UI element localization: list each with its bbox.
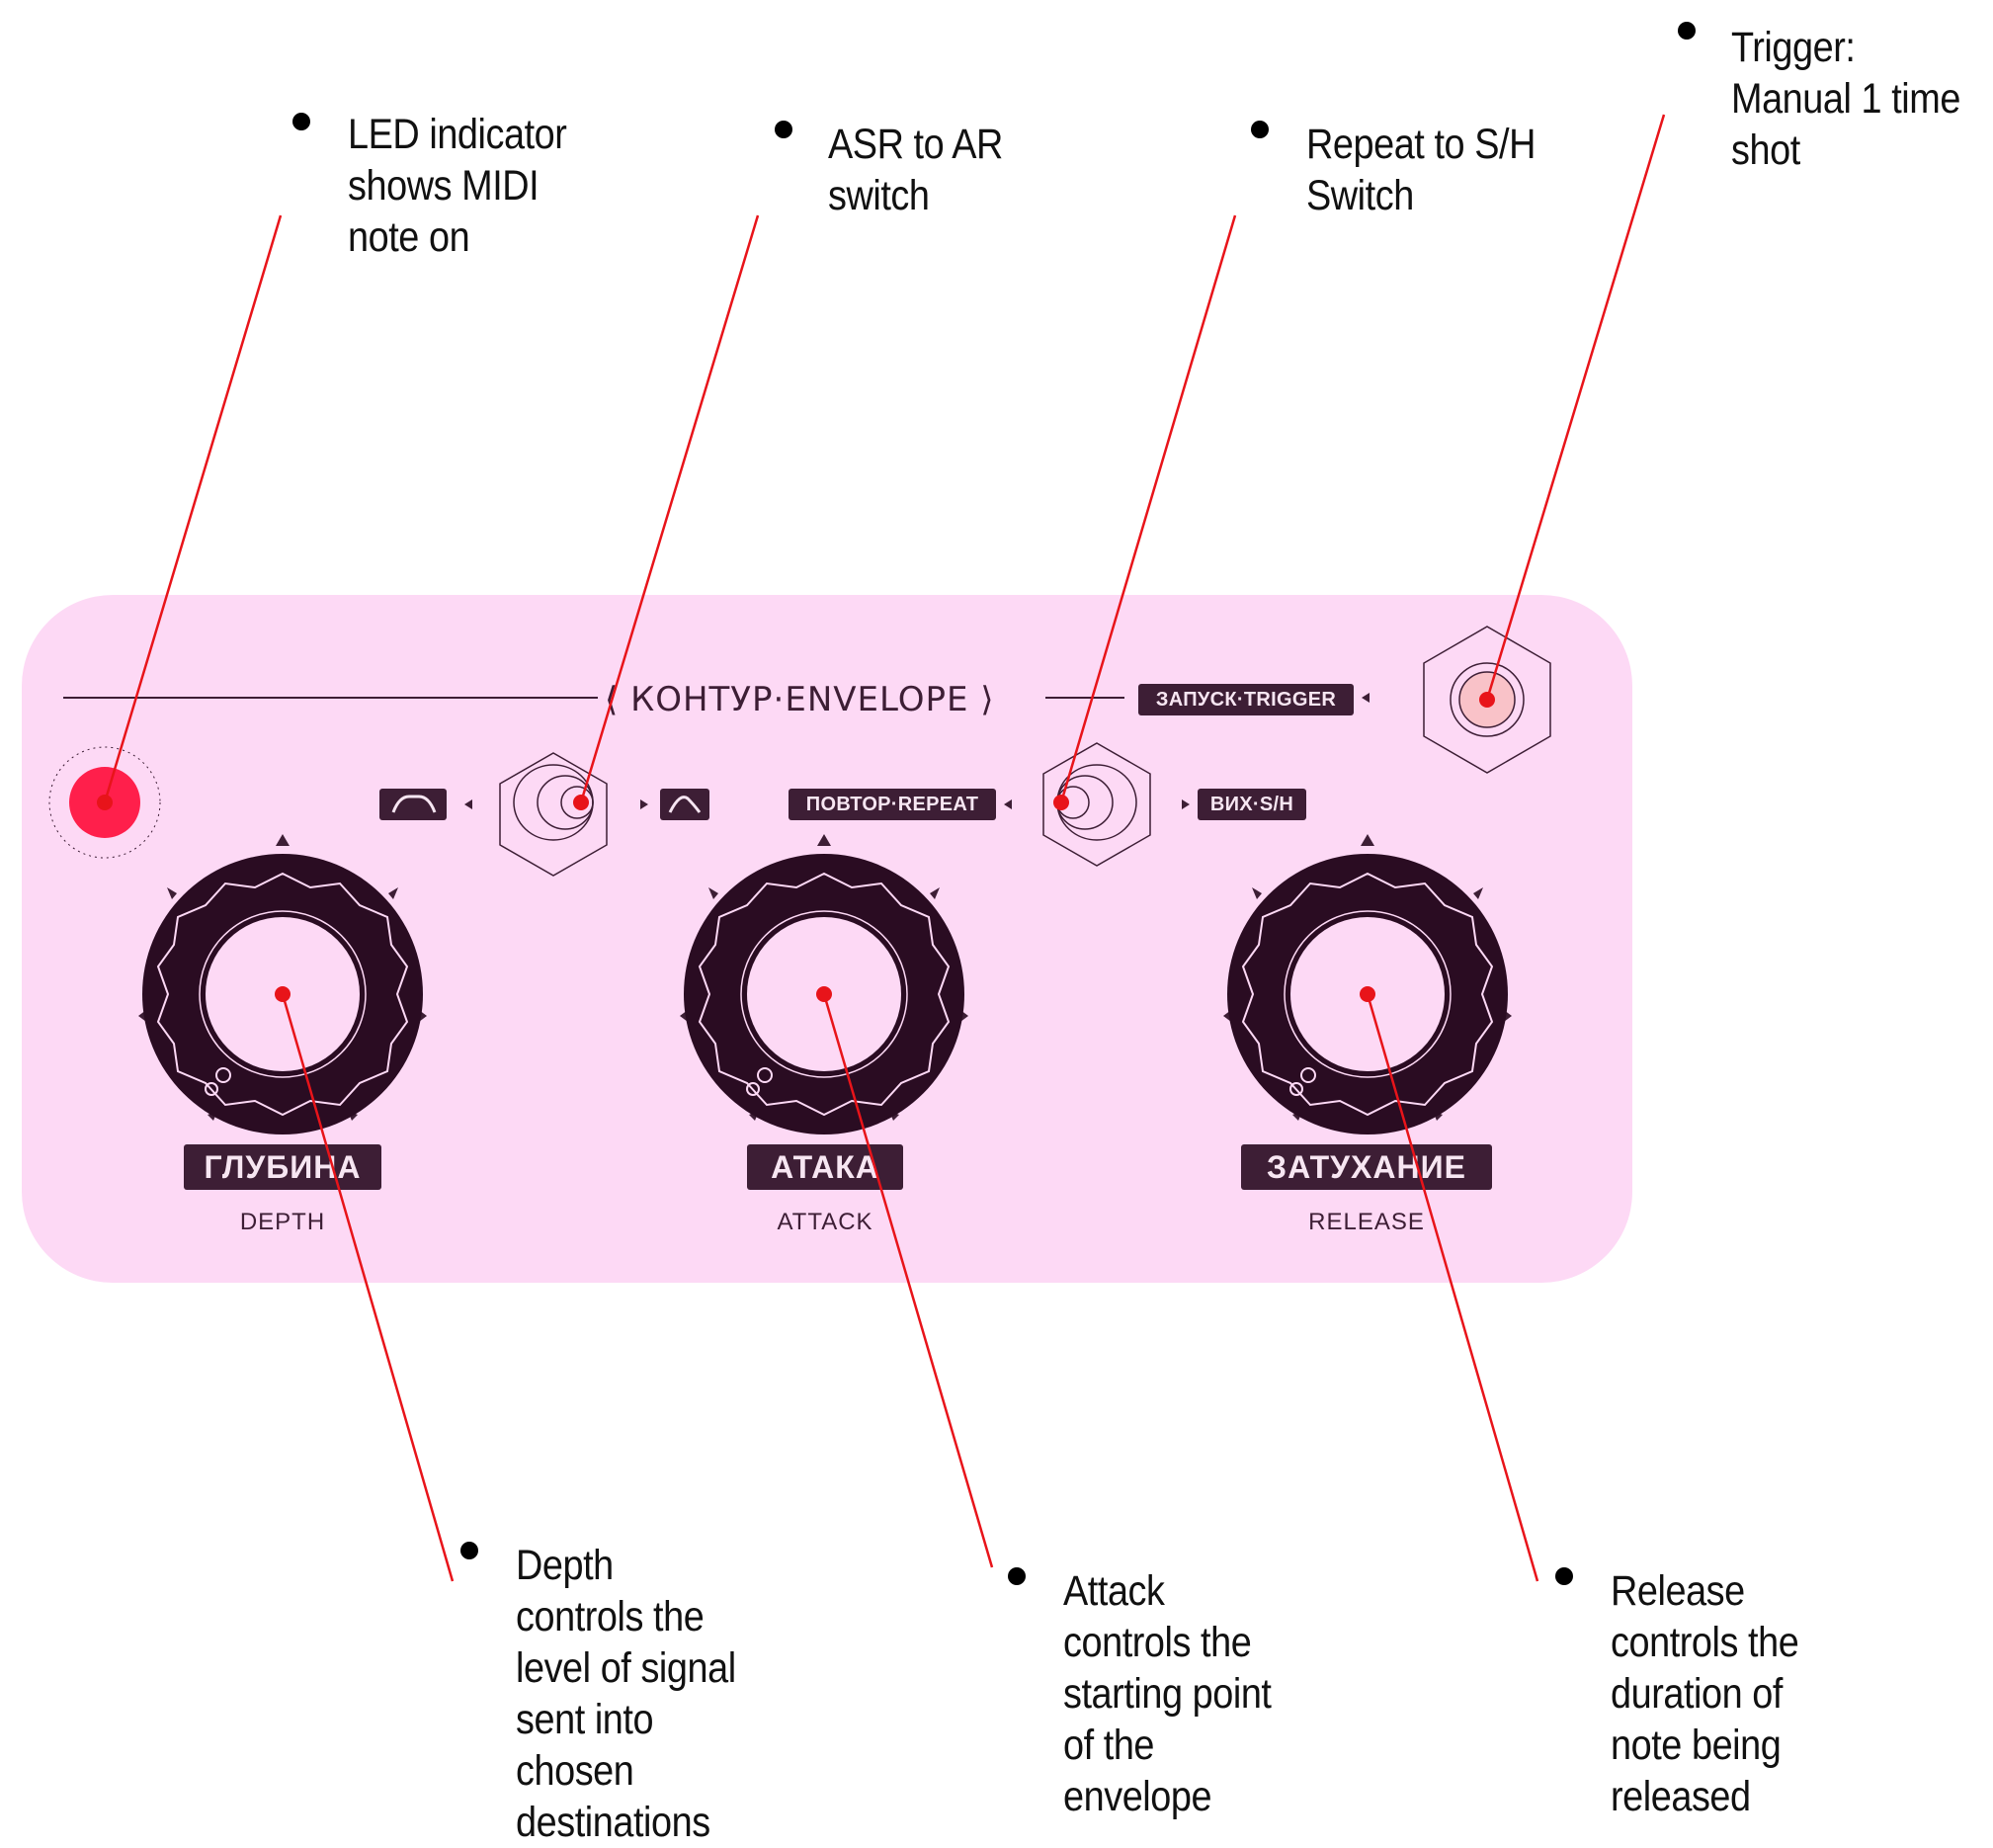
callout-line: level of signal <box>516 1644 736 1692</box>
callout-line: duration of <box>1611 1670 1783 1718</box>
sh-tag: ВИХ·S/H <box>1198 789 1306 820</box>
trigger-tag: ЗАПУСК·TRIGGER <box>1138 684 1354 715</box>
callout-led: LED indicator shows MIDI note on <box>348 109 567 263</box>
callout-line: note on <box>348 213 470 261</box>
sh-arrow-icon <box>1182 799 1190 809</box>
release-label: RELEASE <box>1308 1209 1425 1235</box>
callout-line: starting point <box>1063 1670 1272 1718</box>
callout-line: Switch <box>1306 172 1414 219</box>
callout-line: chosen <box>516 1747 634 1795</box>
depth-label: DEPTH <box>239 1209 326 1235</box>
bullet-depth <box>460 1542 478 1559</box>
repeat-arrow-icon <box>1004 799 1012 809</box>
repeat-tag: ПОВТОР·REPEAT <box>789 789 996 820</box>
callout-asr: ASR to AR switch <box>828 119 1003 221</box>
callout-line: Attack <box>1063 1567 1165 1615</box>
asr-shape-icon <box>379 789 447 820</box>
callout-line: ASR to AR <box>828 121 1003 168</box>
callout-line: released <box>1611 1773 1751 1820</box>
callout-line: controls the <box>1063 1619 1252 1666</box>
leader-dots <box>97 692 1495 1002</box>
callout-line: note being <box>1611 1722 1782 1769</box>
attack-knob[interactable] <box>680 834 968 1134</box>
callout-line: shows MIDI <box>348 162 540 210</box>
callout-line: switch <box>828 172 930 219</box>
repeat-sh-switch[interactable] <box>1004 742 1190 867</box>
callout-line: sent into <box>516 1696 654 1743</box>
callout-attack: Attack controls the starting point of th… <box>1063 1565 1272 1822</box>
callout-line: controls the <box>1611 1619 1799 1666</box>
bullet-attack <box>1008 1567 1026 1585</box>
callout-line: Trigger: <box>1731 24 1856 71</box>
ar-shape-icon <box>660 789 709 820</box>
callout-repeat: Repeat to S/H Switch <box>1306 119 1536 221</box>
attack-label: ATTACK <box>777 1209 873 1235</box>
attack-tag: АТАКА <box>747 1144 903 1190</box>
ar-arrow-icon <box>640 799 648 809</box>
leader-depth <box>281 993 455 1582</box>
callout-line: controls the <box>516 1593 705 1640</box>
bullet-led <box>292 113 310 130</box>
callout-release: Release controls the duration of note be… <box>1611 1565 1799 1822</box>
callout-line: Repeat to S/H <box>1306 121 1536 168</box>
release-tag: ЗАТУХАНИЕ <box>1241 1144 1492 1190</box>
callout-line: LED indicator <box>348 111 567 158</box>
depth-knob[interactable] <box>138 834 427 1134</box>
callout-line: shot <box>1731 126 1800 174</box>
leader-repeat <box>1059 214 1237 803</box>
leader-trigger <box>1485 114 1666 701</box>
callout-trigger: Trigger: Manual 1 time shot <box>1731 22 1960 176</box>
asr-arrow-icon <box>464 799 472 809</box>
leader-release <box>1366 993 1539 1582</box>
leader-lines <box>103 114 1666 1582</box>
callout-line: Release <box>1611 1567 1745 1615</box>
callout-line: Manual 1 time <box>1731 75 1960 123</box>
asr-ar-switch[interactable] <box>379 752 709 877</box>
depth-tag: ГЛУБИНА <box>184 1144 381 1190</box>
callout-line: of the <box>1063 1722 1155 1769</box>
trigger-arrow-icon <box>1362 693 1370 703</box>
leader-attack <box>822 993 994 1568</box>
bullet-trigger <box>1678 22 1696 40</box>
leader-led <box>103 214 283 803</box>
bullet-repeat <box>1251 121 1269 138</box>
callout-line: envelope <box>1063 1773 1212 1820</box>
bullet-release <box>1555 1567 1573 1585</box>
leader-asr <box>579 214 760 803</box>
bullet-asr <box>775 121 792 138</box>
callout-line: Depth <box>516 1542 614 1589</box>
release-knob[interactable] <box>1223 834 1512 1134</box>
panel-title: ⟨ КОНТУР·ENVELOPE ⟩ <box>605 680 995 719</box>
